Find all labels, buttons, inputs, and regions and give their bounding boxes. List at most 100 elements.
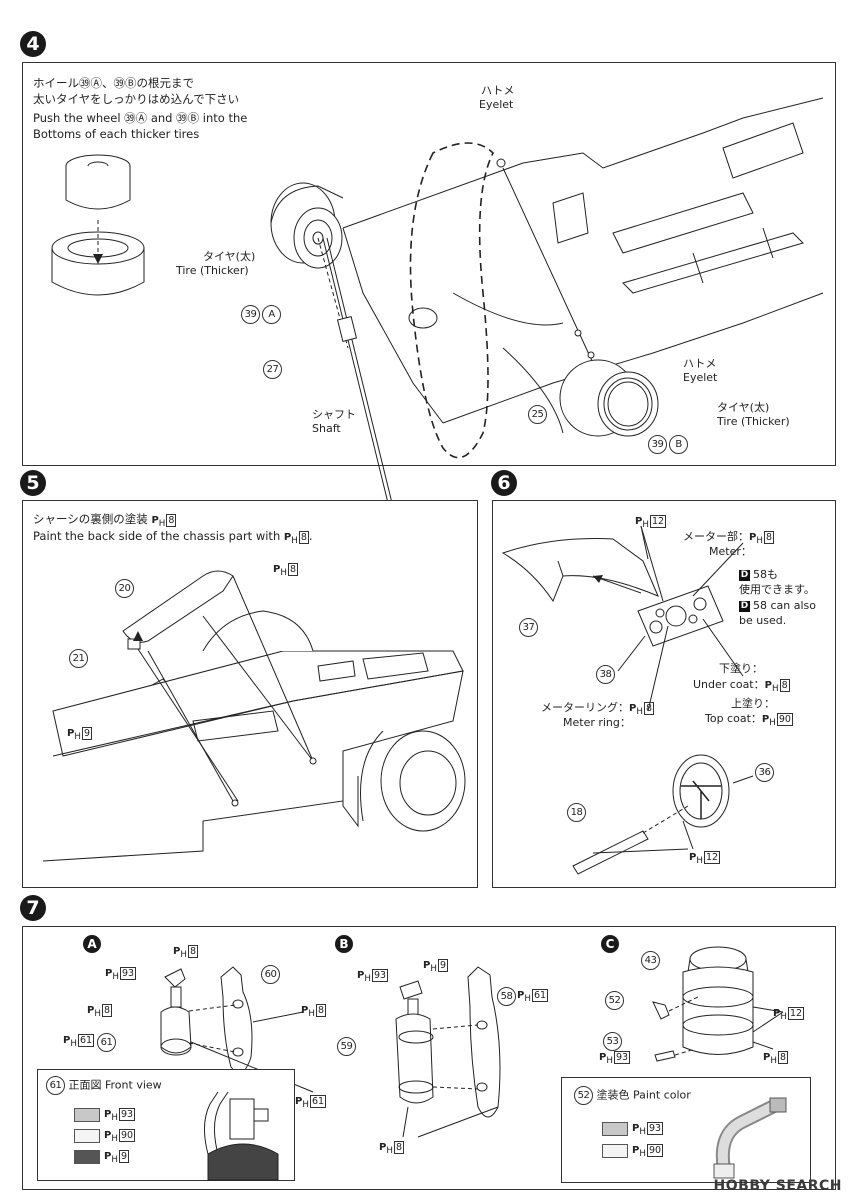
s7c-inset-part-num: 52 [574,1086,593,1105]
part-20: 20 [115,579,134,598]
s7c-part-52: 52 [605,991,624,1010]
part-38: 38 [596,665,615,684]
dashboard-drawing [493,501,835,887]
s7b-part-59: 59 [337,1037,356,1056]
instruction-en-line1: Push the wheel ㊴Ⓐ and ㊴Ⓑ into the [33,111,248,125]
s7a-part-61: 61 [97,1033,116,1052]
s7b-part-58: 58 [497,987,516,1006]
eyelet-bottom-ja: ハトメ [683,357,717,370]
wheel-into-tire-illustration [43,148,153,318]
step5-instruction-en-text: Paint the back side of the chassis part … [33,529,281,543]
tire-left-ja: タイヤ(太) [203,250,256,263]
part-25: 25 [528,405,547,424]
step-4-panel: ホイール㊴Ⓐ、㊴Ⓑの根元まで 太いタイヤをしっかりはめ込んで下さい Push t… [22,62,836,466]
valve-front-view-drawing [188,1084,288,1180]
extinguisher-a-drawing [143,947,373,1097]
swatch-9 [74,1150,100,1164]
shaft-en: Shaft [312,422,341,435]
eyelet-top-en: Eyelet [479,98,514,111]
tank-c-drawing [643,937,833,1067]
instruction-en-line2: Bottoms of each thicker tires [33,127,200,141]
subassembly-c-badge: C [601,935,619,953]
part-27: 27 [263,360,282,379]
part-21: 21 [69,649,88,668]
right-tire-assembly [558,348,678,448]
d58-ja-line2: 使用できます。 [739,583,815,596]
tire-right-ja: タイヤ(太) [717,401,770,414]
step-4-badge: 4 [20,31,46,57]
part-39-b-letter: B [669,435,688,454]
part-37: 37 [519,618,538,637]
part-39-a-number: 39 [241,305,260,324]
step5-instruction-en: Paint the back side of the chassis part … [33,529,313,547]
swatch-c-93 [602,1122,628,1136]
part-39-a-letter: A [262,305,281,324]
shaft-ja: シャフト [312,408,356,421]
under-coat-ja: 下塗り： [719,662,763,675]
swatch-c-90 [602,1144,628,1158]
tire-right-en: Tire (Thicker) [717,415,790,428]
s7a-inset-title-text: 正面図 Front view [68,1078,162,1092]
left-tire-assembly [248,168,428,418]
s7a-inset-part-num: 61 [46,1076,65,1095]
part-18: 18 [567,803,586,822]
s7c-part-53: 53 [603,1032,622,1051]
step5-instruction-ja-text: シャーシの裏側の塗装 [33,512,148,526]
s7c-inset-title: 52 塗装色 Paint color [574,1086,691,1105]
meter-en: Meter： [709,545,752,558]
eyelet-top-ja: ハトメ [481,84,515,97]
s7c-part-43: 43 [641,951,660,970]
s7a-part-60: 60 [261,965,280,984]
top-coat-ja: 上塗り： [731,697,775,710]
instruction-ja-line1: ホイール㊴Ⓐ、㊴Ⓑの根元まで [33,76,194,90]
meter-ring-en: Meter ring： [563,716,631,729]
swatch-90 [74,1129,100,1143]
swatch-93 [74,1108,100,1122]
subassembly-a-badge: A [83,935,101,953]
watermark: HOBBY SEARCH [713,1178,842,1194]
step-5-badge: 5 [20,470,46,496]
instruction-ja-line2: 太いタイヤをしっかりはめ込んで下さい [33,92,240,106]
eyelet-bottom-en: Eyelet [683,371,718,384]
chassis-underside-drawing [23,561,477,881]
part-39-b-number: 39 [648,435,667,454]
chassis-drawing [323,93,823,453]
s7a-inset-title: 61 正面図 Front view [46,1076,162,1095]
extinguisher-b-drawing [378,957,538,1147]
